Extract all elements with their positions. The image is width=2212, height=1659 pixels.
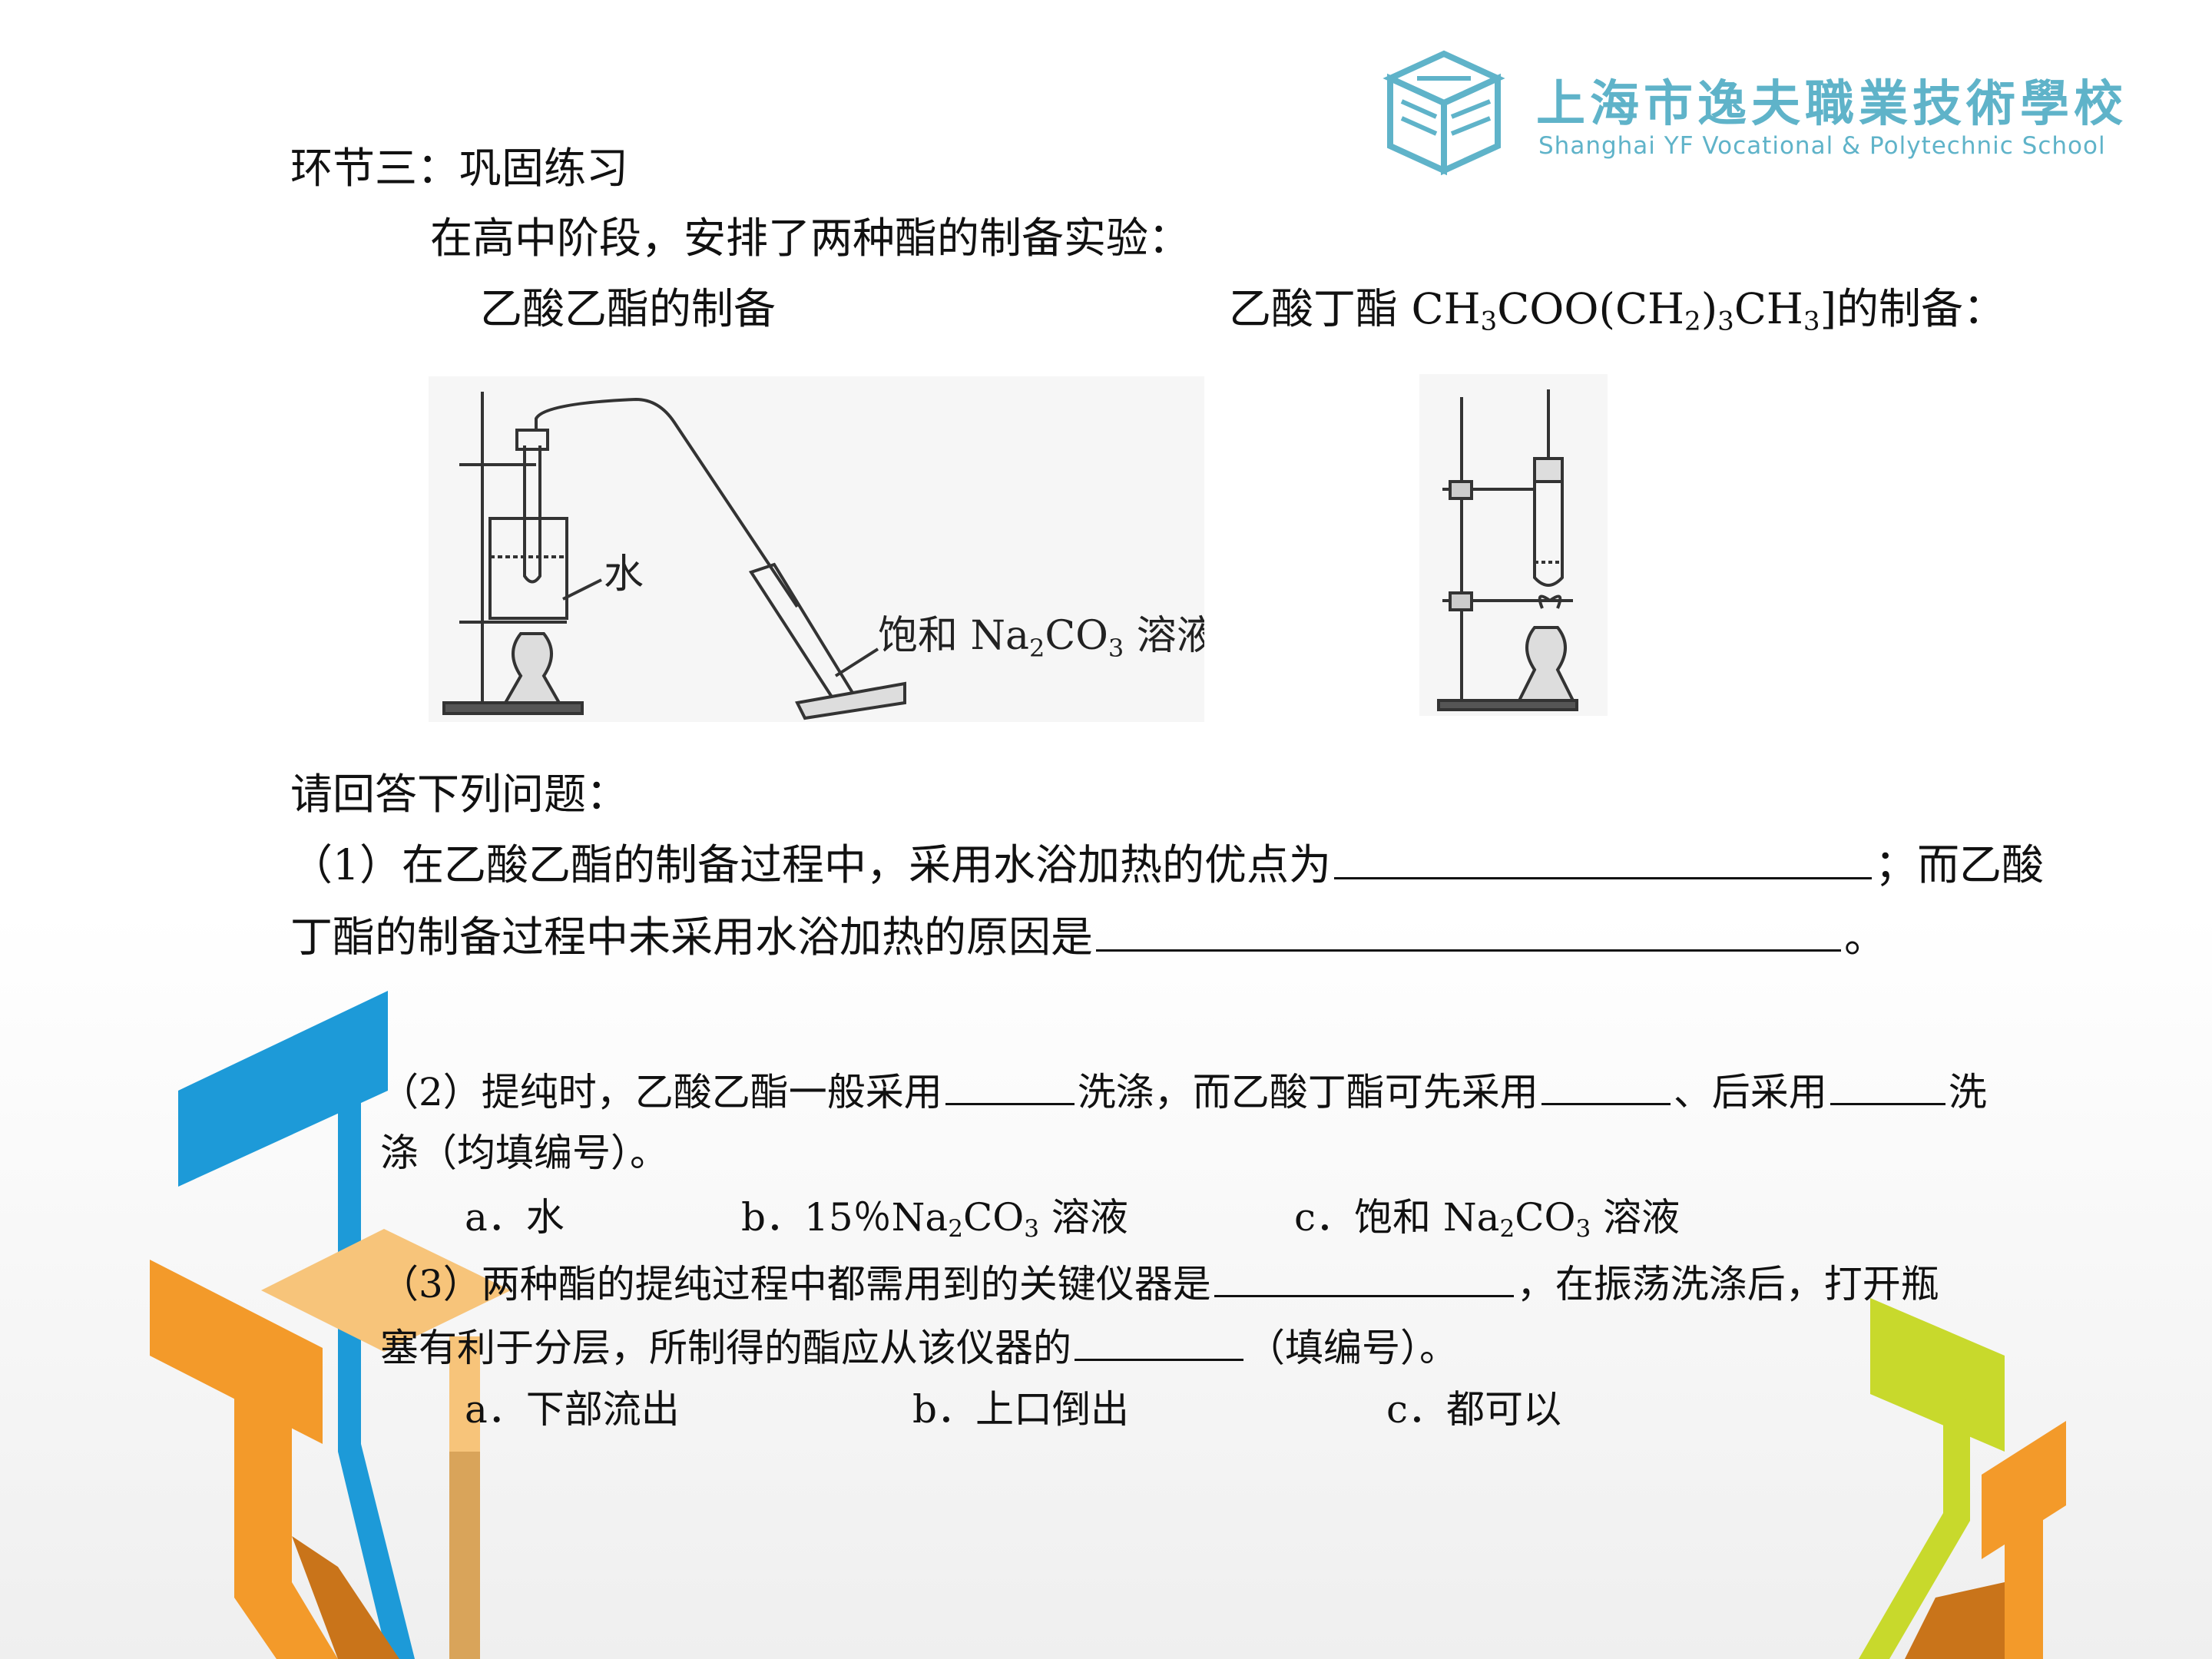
orange-right-bar-shape — [1982, 1421, 2066, 1559]
q1-text: 丁酯的制备过程中未采用水浴加热的原因是 — [290, 912, 1094, 962]
exp2-sub: 3 — [1803, 306, 1820, 337]
section-title: 环节三：巩固练习 — [290, 144, 629, 193]
reflux-apparatus-drawing — [1437, 389, 1578, 711]
q2-option-b: b．15％Na2CO3 溶液 — [741, 1195, 1128, 1240]
figure-label-solution: 饱和 Na2CO3 溶液 — [878, 613, 1204, 663]
q3-text: 塞有利于分层，所制得的酯应从该仪器的 — [380, 1326, 1071, 1370]
q2-option-a: a．水 — [465, 1195, 565, 1240]
opt-sub: 3 — [1575, 1214, 1591, 1243]
q1-blank-1[interactable] — [1334, 843, 1872, 879]
q3-option-c: c．都可以 — [1386, 1387, 1562, 1432]
orange-right-stem-shape — [2005, 1509, 2043, 1659]
q3-text: （3）两种酯的提纯过程中都需用到的关键仪器是 — [380, 1262, 1211, 1306]
q2-blank-2[interactable] — [1541, 1069, 1671, 1105]
opt-text: b．15％Na — [741, 1195, 949, 1240]
label-sub: 3 — [1108, 634, 1124, 663]
q3-blank-2[interactable] — [1075, 1325, 1243, 1361]
cube-logo-icon — [1382, 50, 1505, 176]
q3-text: ，在振荡洗涤后，打开瓶 — [1516, 1262, 1939, 1306]
opt-text: 溶液 — [1038, 1195, 1128, 1240]
q2-option-c: c．饱和 Na2CO3 溶液 — [1294, 1195, 1681, 1240]
q2-blank-3[interactable] — [1830, 1069, 1945, 1105]
figure-butyl-acetate-apparatus — [1419, 374, 1608, 716]
lime-pole-shape — [1859, 1390, 1970, 1659]
figure-label-water: 水 — [604, 551, 644, 598]
q3-option-a: a．下部流出 — [465, 1387, 680, 1432]
q2-blank-1[interactable] — [945, 1069, 1075, 1105]
q1-blank-2[interactable] — [1096, 916, 1842, 952]
experiment2-title: 乙酸丁酯 CH3COO(CH2)3CH3]的制备： — [1229, 288, 2005, 335]
label-part: CO — [1045, 613, 1108, 659]
label-sub: 2 — [1029, 634, 1045, 663]
exp2-text: COO(CH — [1497, 284, 1684, 333]
exp2-text: ]的制备： — [1820, 284, 2006, 333]
q1-text: （1）在乙酸乙酯的制备过程中，采用水浴加热的优点为 — [290, 840, 1331, 889]
exp2-sub: 2 — [1684, 306, 1701, 337]
logo-name-en: Shanghai YF Vocational & Polytechnic Sch… — [1538, 132, 2106, 160]
experiment1-title: 乙酸乙酯的制备 — [480, 284, 777, 333]
orange-t-stem-shape — [234, 1321, 338, 1659]
blue-pole-shape — [338, 1060, 415, 1659]
q3-option-b: b．上口倒出 — [912, 1387, 1130, 1432]
exp2-text: 乙酸丁酯 CH — [1229, 284, 1481, 333]
opt-text: CO — [962, 1195, 1025, 1240]
exp2-text: CH — [1734, 284, 1803, 333]
blue-flag-shape — [178, 991, 388, 1187]
logo-name-cn: 上海市逸夫職業技術學校 — [1536, 76, 2128, 133]
light-orange-diamond-shape — [261, 1229, 511, 1352]
q2-text: 洗涤，而乙酸丁酯可先采用 — [1077, 1070, 1538, 1114]
prompt-text: 请回答下列问题： — [290, 770, 629, 819]
q1-text: ；而乙酸 — [1875, 840, 2045, 889]
orange-right-shadow-shape — [1905, 1582, 2005, 1659]
q3-blank-1[interactable] — [1214, 1261, 1514, 1297]
opt-sub: 3 — [1024, 1214, 1039, 1243]
opt-sub: 2 — [948, 1214, 963, 1243]
tan-pole-shape — [449, 1452, 480, 1659]
exp2-text: ) — [1700, 284, 1718, 333]
q3-text: （填编号）。 — [1247, 1326, 1458, 1370]
orange-shadow-shape — [292, 1536, 399, 1659]
apparatus-drawing: 水 饱和 Na2CO3 溶液 — [442, 392, 1217, 720]
q2-text: 、后采用 — [1673, 1070, 1827, 1114]
opt-text: CO — [1515, 1195, 1576, 1240]
question1-line2: 丁酯的制备过程中未采用水浴加热的原因是。 — [290, 916, 1886, 959]
label-part: 溶液 — [1124, 613, 1204, 659]
question1-line1: （1）在乙酸乙酯的制备过程中，采用水浴加热的优点为 ；而乙酸 — [290, 843, 2044, 886]
question2-line1: （2）提纯时，乙酸乙酯一般采用 洗涤，而乙酸丁酯可先采用 、后采用 洗 — [380, 1069, 1987, 1111]
label-part: 饱和 Na — [878, 613, 1029, 659]
opt-text: 溶液 — [1591, 1195, 1681, 1240]
school-logo: 上海市逸夫職業技術學校 Shanghai YF Vocational & Pol… — [1382, 48, 2135, 178]
intro-text: 在高中阶段，安排了两种酯的制备实验： — [430, 214, 1191, 263]
lime-flag-shape — [1870, 1298, 2005, 1452]
q2-text: 洗 — [1948, 1070, 1987, 1114]
exp2-sub: 3 — [1717, 306, 1734, 337]
question2-line2: 涤（均填编号）。 — [380, 1131, 668, 1175]
question3-line1: （3）两种酯的提纯过程中都需用到的关键仪器是 ，在振荡洗涤后，打开瓶 — [380, 1261, 1939, 1303]
exp2-sub: 3 — [1480, 306, 1498, 337]
q2-text: （2）提纯时，乙酸乙酯一般采用 — [380, 1070, 942, 1114]
opt-text: c．饱和 Na — [1294, 1195, 1500, 1240]
figure-ethyl-acetate-apparatus: 水 饱和 Na2CO3 溶液 — [429, 376, 1217, 722]
opt-sub: 2 — [1499, 1214, 1515, 1243]
q1-text: 。 — [1844, 912, 1887, 962]
question3-line2: 塞有利于分层，所制得的酯应从该仪器的 （填编号）。 — [380, 1325, 1458, 1367]
